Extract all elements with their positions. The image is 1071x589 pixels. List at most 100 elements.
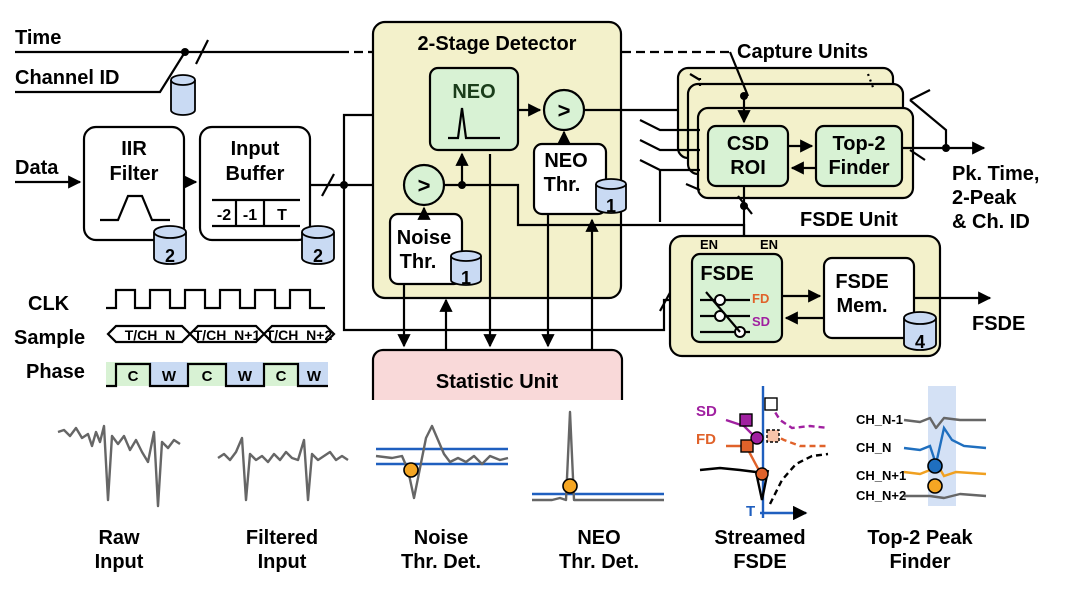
fsde-mem-label-2: Mem. bbox=[836, 295, 887, 317]
fsde-output-label: FSDE bbox=[972, 313, 1025, 335]
sample-cell-1: T/CH_N+1 bbox=[194, 327, 261, 343]
fsde-unit: EN EN FSDE FD SD FSDE Mem. 4 bbox=[668, 234, 942, 358]
raw-input-trace bbox=[57, 424, 181, 508]
buffer-memory-icon: 2 bbox=[301, 225, 335, 266]
two-stage-detector-title: 2-Stage Detector bbox=[418, 33, 577, 55]
clk-waveform bbox=[106, 288, 325, 310]
fsde-caption-2: FSDE bbox=[733, 551, 786, 573]
time-label: Time bbox=[15, 27, 61, 49]
sample-label: Sample bbox=[14, 327, 85, 349]
input-buffer-label-1: Input bbox=[231, 138, 280, 160]
neo-pulse-icon bbox=[448, 107, 500, 140]
data-label: Data bbox=[15, 157, 59, 179]
iir-memory-count: 2 bbox=[165, 246, 175, 266]
neo-thr-memory-icon: 1 bbox=[595, 178, 627, 216]
neo-thr-plot bbox=[532, 410, 664, 502]
sample-cell-2: T/CH_N+2 bbox=[266, 327, 333, 343]
filtered-input-trace bbox=[217, 436, 349, 502]
ch-label-0: CH_N-1 bbox=[856, 412, 903, 427]
channel-id-label: Channel ID bbox=[15, 67, 119, 89]
capture-units-title: Capture Units bbox=[737, 41, 868, 63]
channel-id-wire bbox=[15, 51, 186, 94]
capture-units-stack: CSD ROI Top-2 Finder bbox=[676, 66, 915, 200]
phase-cell-0: C bbox=[128, 368, 139, 385]
bandpass-icon bbox=[100, 194, 170, 222]
phase-cell-3: W bbox=[238, 368, 253, 385]
peak-output-label-2: 2-Peak bbox=[952, 187, 1017, 209]
phase-cell-1: W bbox=[162, 368, 177, 385]
fsde-en-label-2: EN bbox=[760, 237, 778, 252]
neo-caption-1: NEO bbox=[577, 527, 620, 549]
fsde-plot-fd-label: FD bbox=[696, 431, 716, 448]
noise-thr-memory-icon: 1 bbox=[450, 250, 482, 288]
ch-label-3: CH_N+2 bbox=[856, 488, 906, 503]
buffer-cell-1: -1 bbox=[243, 207, 257, 224]
statistic-unit-label: Statistic Unit bbox=[436, 371, 559, 393]
csd-roi-label-2: ROI bbox=[730, 157, 766, 179]
iir-memory-icon: 2 bbox=[153, 225, 187, 266]
fsde-label: FSDE bbox=[700, 263, 753, 285]
peak-output-label-1: Pk. Time, bbox=[952, 163, 1039, 185]
csd-roi-block bbox=[706, 124, 790, 188]
neo-label: NEO bbox=[452, 81, 495, 103]
fsde-caption-1: Streamed bbox=[714, 527, 805, 549]
fsde-block bbox=[690, 252, 784, 344]
raw-caption-2: Input bbox=[95, 551, 144, 573]
fsde-switch-icon bbox=[700, 291, 750, 338]
noise-thr-plot bbox=[375, 424, 509, 500]
top2-finder-label-1: Top-2 bbox=[833, 133, 886, 155]
top2-caption-1: Top-2 Peak bbox=[867, 527, 973, 549]
filtered-caption-1: Filtered bbox=[246, 527, 318, 549]
fsde-plot-t-label: T bbox=[746, 503, 755, 520]
buffer-memory-count: 2 bbox=[313, 246, 323, 266]
input-buffer-block: Input Buffer -2 -1 T 2 bbox=[198, 125, 335, 266]
iir-filter-label-2: Filter bbox=[110, 163, 159, 185]
noise-thr-memory-count: 1 bbox=[461, 268, 471, 288]
ch-label-2: CH_N+1 bbox=[856, 468, 906, 483]
iir-filter-block: IIR Filter 2 bbox=[82, 125, 187, 266]
top2-caption-2: Finder bbox=[889, 551, 950, 573]
fsde-plot-sd-label: SD bbox=[696, 403, 717, 420]
buffer-cell-0: -2 bbox=[217, 207, 231, 224]
fsde-mem-memory-icon: 4 bbox=[903, 311, 937, 352]
phase-label: Phase bbox=[26, 361, 85, 383]
iir-filter-label-1: IIR bbox=[121, 138, 147, 160]
noise-comparator-symbol: > bbox=[418, 173, 431, 198]
buffer-cell-2: T bbox=[277, 207, 287, 224]
junction-dot bbox=[181, 48, 189, 56]
noise-thr-label-2: Thr. bbox=[400, 251, 437, 273]
input-buffer-label-2: Buffer bbox=[226, 163, 285, 185]
fsde-fd-label: FD bbox=[752, 291, 769, 306]
neo-thr-label-1: NEO bbox=[544, 150, 587, 172]
top2-finder-block bbox=[814, 124, 904, 188]
neo-caption-2: Thr. Det. bbox=[559, 551, 639, 573]
noise-thr-label-1: Noise bbox=[397, 227, 451, 249]
sample-cell-0: T/CH_N bbox=[125, 327, 176, 343]
filtered-caption-2: Input bbox=[258, 551, 307, 573]
two-stage-detector: 2-Stage Detector NEO > NEO Thr. 1 > Nois… bbox=[371, 20, 751, 300]
phase-cell-5: W bbox=[307, 368, 322, 385]
fsde-mem-memory-count: 4 bbox=[915, 332, 925, 352]
channel-id-memory-icon bbox=[170, 74, 196, 116]
noise-caption-2: Thr. Det. bbox=[401, 551, 481, 573]
neo-thr-memory-count: 1 bbox=[606, 196, 616, 216]
top2-peak-plot: CH_N-1 CH_N CH_N+1 CH_N+2 bbox=[856, 386, 987, 506]
bus-slash bbox=[195, 39, 209, 65]
streamed-fsde-plot: SD FD T bbox=[696, 386, 829, 521]
top2-finder-label-2: Finder bbox=[828, 157, 889, 179]
neo-thr-label-2: Thr. bbox=[544, 174, 581, 196]
phase-cell-4: C bbox=[276, 368, 287, 385]
bus-slash-2 bbox=[321, 173, 335, 197]
sample-timeline: T/CH_N T/CH_N+1 T/CH_N+2 bbox=[106, 324, 336, 344]
clk-label: CLK bbox=[28, 293, 70, 315]
peak-output-label-3: & Ch. ID bbox=[952, 211, 1030, 233]
noise-caption-1: Noise bbox=[414, 527, 468, 549]
phase-timeline: C W C W C W bbox=[106, 362, 328, 388]
fsde-sd-label: SD bbox=[752, 314, 770, 329]
fsde-mem-label-1: FSDE bbox=[835, 271, 888, 293]
phase-cell-2: C bbox=[202, 368, 213, 385]
csd-roi-label-1: CSD bbox=[727, 133, 769, 155]
statistic-unit: Statistic Unit bbox=[371, 348, 624, 400]
raw-caption-1: Raw bbox=[98, 527, 140, 549]
